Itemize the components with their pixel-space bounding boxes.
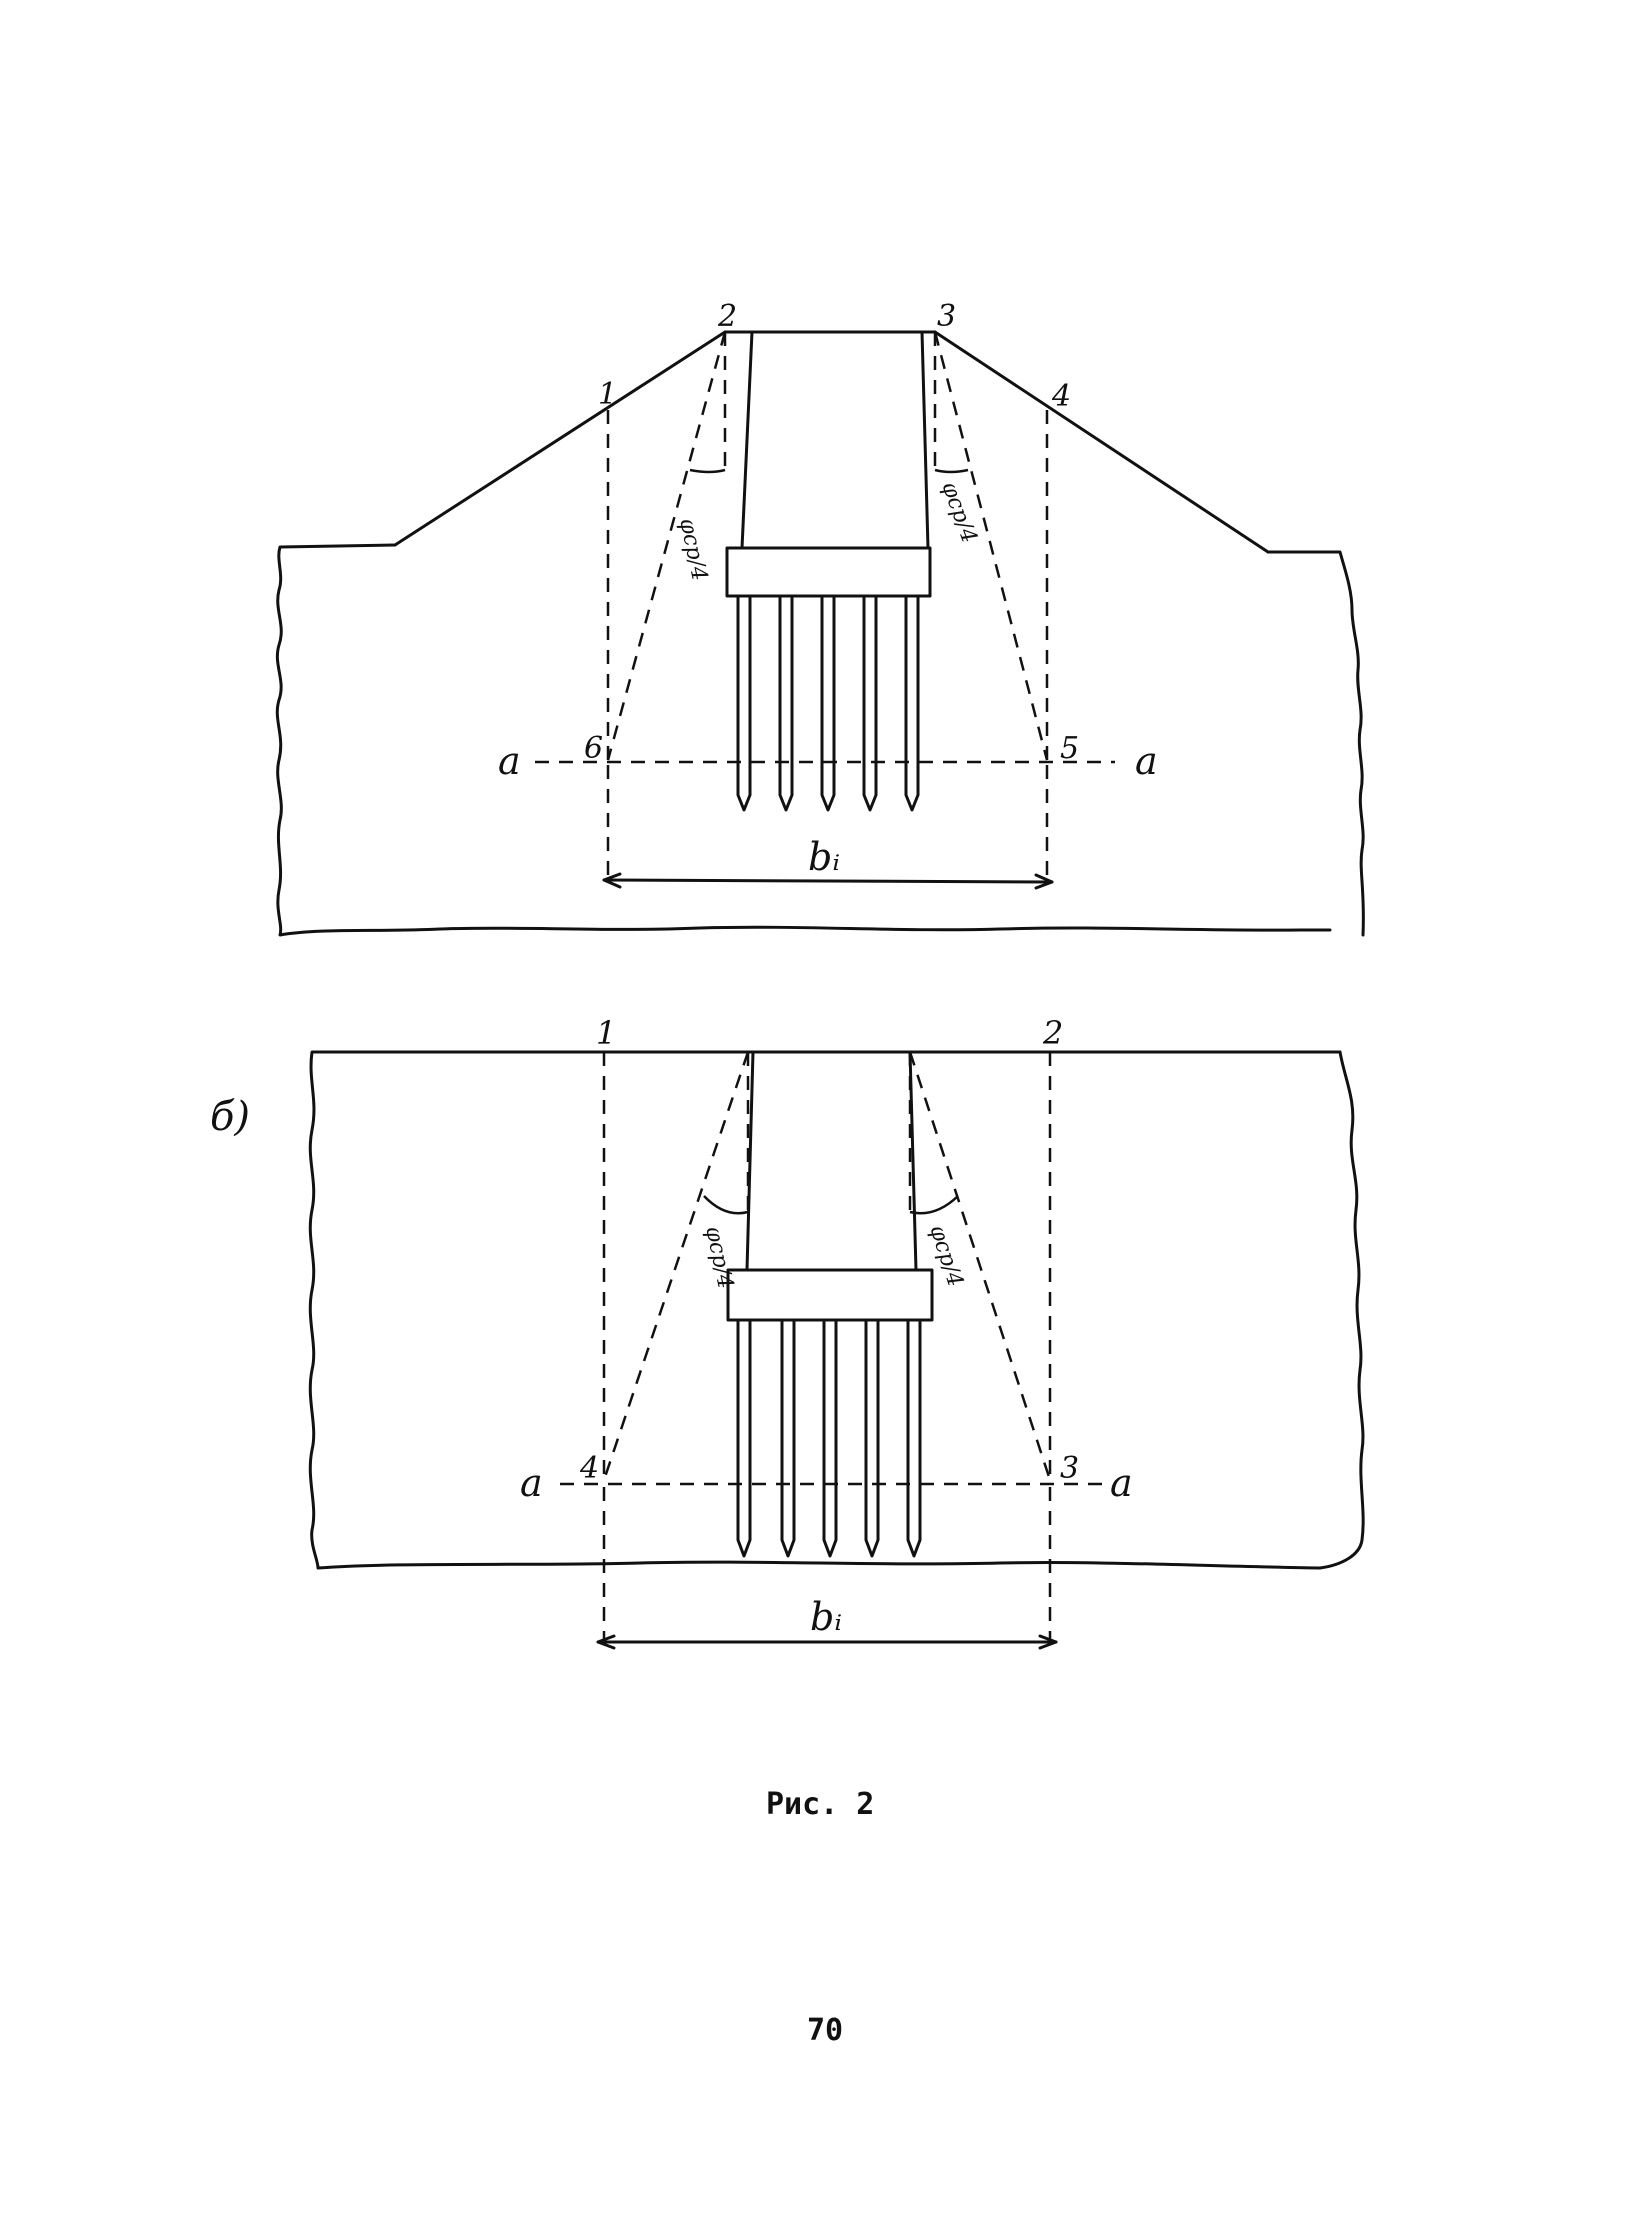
fig-a-angle-label-left: φср/4	[674, 516, 712, 583]
figure-a: 1 2 3 4 5 6 φср/4 φср/4 a a bᵢ	[275, 299, 1365, 937]
fig-b-point-2: 2	[1042, 1014, 1063, 1052]
fig-a-width-label: bᵢ	[808, 835, 840, 879]
fig-a-pile	[904, 594, 920, 812]
fig-b-inclined-right	[908, 1051, 1052, 1481]
fig-b-ground-outline	[308, 1050, 1342, 1570]
fig-b-dim-arrow-left	[596, 1634, 616, 1650]
fig-b-angle-arc-right	[909, 1195, 959, 1215]
fig-a-point-6: 6	[584, 731, 603, 766]
fig-a-angle-arc-right	[934, 468, 969, 474]
fig-a-dim-arrow-left	[602, 872, 622, 889]
fig-a-ground-outline	[275, 543, 1332, 937]
fig-a-dimension-line	[602, 878, 1054, 884]
fig-a-point-4: 4	[1051, 379, 1071, 414]
fig-a-ground-right-edge	[1266, 550, 1365, 937]
fig-b-inclined-left	[602, 1051, 750, 1481]
fig-a-pile-cap	[725, 546, 932, 598]
fig-a-pile	[736, 594, 752, 812]
fig-a-inclined-right	[933, 331, 1049, 761]
fig-a-pier-right	[920, 330, 930, 550]
fig-b-pile	[780, 1318, 796, 1558]
fig-b-ground-right-edge	[1318, 1050, 1365, 1570]
fig-a-piles	[736, 594, 920, 812]
fig-b-pile	[864, 1318, 880, 1558]
fig-b-pile	[736, 1318, 752, 1558]
fig-a-inclined-left	[606, 331, 727, 761]
fig-a-angle-label-right: φср/4	[936, 479, 981, 547]
fig-a-pier-left	[740, 330, 754, 550]
figure-caption: Рис. 2	[766, 1787, 874, 1822]
fig-b-angle-label-left: φср/4	[700, 1224, 738, 1291]
fig-a-angle-arc-left	[689, 468, 726, 474]
figure-b: б) 1	[210, 1014, 1365, 1650]
fig-a-left-slope	[393, 330, 727, 547]
fig-b-axis-label-left: a	[520, 1461, 543, 1505]
fig-b-pile	[822, 1318, 838, 1558]
fig-b-point-1: 1	[596, 1014, 616, 1052]
page-number: 70	[807, 2013, 843, 2048]
fig-a-dim-arrow-right	[1034, 873, 1054, 890]
fig-a-axis-label-left: a	[498, 739, 521, 783]
fig-a-pile	[862, 594, 878, 812]
fig-b-angle-arc-left	[703, 1195, 749, 1215]
fig-a-axis-label-right: a	[1135, 739, 1158, 783]
fig-b-piles	[736, 1318, 922, 1558]
fig-a-pile	[820, 594, 836, 812]
fig-a-point-3: 3	[937, 299, 956, 334]
fig-a-right-slope	[933, 330, 1270, 554]
fig-a-point-2: 2	[717, 299, 737, 334]
fig-a-point-5: 5	[1060, 731, 1079, 766]
fig-b-axis-label-right: a	[1110, 1461, 1133, 1505]
fig-b-point-4: 4	[579, 1451, 599, 1486]
fig-b-point-3: 3	[1060, 1451, 1079, 1486]
fig-b-dim-arrow-right	[1038, 1634, 1058, 1650]
fig-b-pile	[906, 1318, 922, 1558]
fig-b-pile-cap	[726, 1268, 934, 1322]
fig-b-pier-left	[745, 1050, 755, 1272]
fig-a-point-1: 1	[598, 377, 617, 412]
fig-b-width-label: bᵢ	[810, 1595, 842, 1639]
fig-a-pile	[778, 594, 794, 812]
fig-b-panel-label: б)	[210, 1094, 250, 1140]
